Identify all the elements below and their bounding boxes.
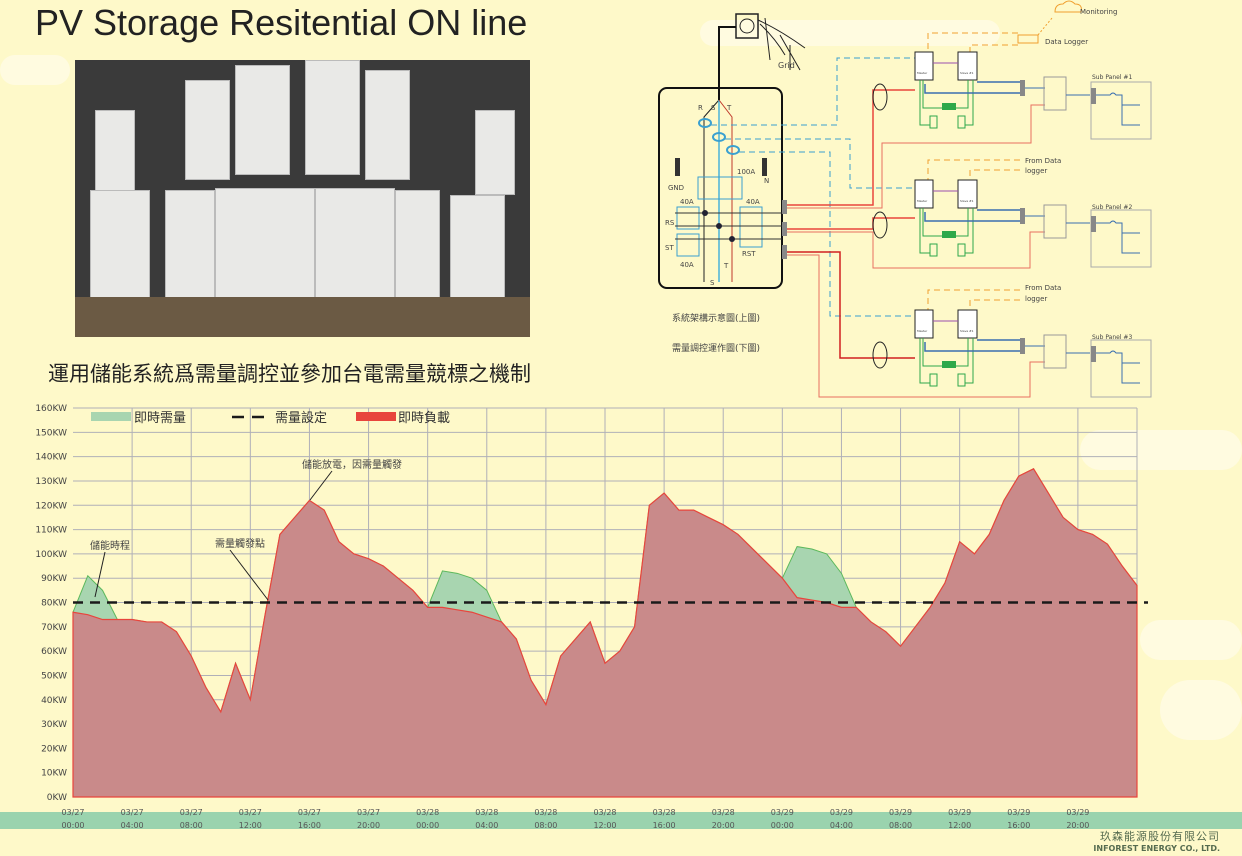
phase-t: T bbox=[726, 104, 732, 112]
y-tick-label: 60KW bbox=[41, 647, 67, 657]
y-tick-label: 70KW bbox=[41, 623, 67, 633]
t-label: T bbox=[723, 262, 729, 270]
breaker-label: 40A bbox=[680, 198, 694, 206]
company-name-zh: 玖森能源股份有限公司 bbox=[1100, 830, 1220, 843]
legend-load-label: 即時負載 bbox=[398, 411, 450, 426]
legend-demand-swatch bbox=[91, 412, 131, 421]
legend-setpoint-label: 需量設定 bbox=[275, 410, 327, 426]
annotation-pointer bbox=[229, 549, 269, 601]
breaker-label: 40A bbox=[746, 198, 760, 206]
x-axis-band bbox=[0, 812, 1242, 829]
y-tick-label: 130KW bbox=[35, 477, 67, 487]
slave-label: Slave #1 bbox=[960, 71, 974, 75]
meter-icon bbox=[735, 13, 759, 39]
y-tick-label: 150KW bbox=[35, 428, 67, 438]
sub-panel-1-label: Sub Panel #1 bbox=[1092, 74, 1132, 81]
chart-annotation: 需量觸發點 bbox=[215, 537, 265, 550]
storage-room-photo bbox=[75, 60, 530, 337]
breaker-label: 40A bbox=[680, 261, 694, 269]
company-name-en: INFOREST ENERGY CO., LTD. bbox=[1093, 844, 1220, 853]
y-tick-label: 160KW bbox=[35, 404, 67, 414]
load-area bbox=[72, 468, 1138, 798]
company-logo: 玖森能源股份有限公司 INFOREST ENERGY CO., LTD. bbox=[1093, 828, 1220, 853]
from-data-label: From Data bbox=[1025, 157, 1061, 165]
legend-load-swatch bbox=[356, 412, 396, 421]
annotation-pointer bbox=[94, 551, 106, 598]
demand-chart: 0KW 10KW 20KW 30KW 40KW 50KW 60KW 70KW 80KW 90KW 1… bbox=[35, 404, 1148, 803]
chart-annotation: 儲能時程 bbox=[90, 539, 130, 552]
y-tick-label: 10KW bbox=[41, 769, 67, 779]
st-label: ST bbox=[665, 244, 674, 252]
y-tick-label: 20KW bbox=[41, 744, 67, 754]
caption-top: 系統架構示意圖(上圖) bbox=[672, 312, 760, 324]
data-logger-icon bbox=[1017, 34, 1039, 44]
data-logger-label: Data Logger bbox=[1045, 38, 1088, 46]
gnd-label: GND bbox=[668, 184, 684, 192]
y-tick-label: 50KW bbox=[41, 671, 67, 681]
y-tick-label: 100KW bbox=[35, 550, 67, 560]
section-heading: 運用儲能系統爲需量調控並參加台電需量競標之機制 bbox=[48, 362, 531, 386]
neutral-label: N bbox=[764, 177, 769, 185]
caption-bottom: 需量調控運作圖(下圖) bbox=[672, 342, 760, 354]
y-tick-label: 140KW bbox=[35, 453, 67, 463]
y-tick-label: 40KW bbox=[41, 696, 67, 706]
logger-label: logger bbox=[1025, 295, 1047, 303]
monitoring-label: Monitoring bbox=[1080, 8, 1117, 16]
sub-panel-2-label: Sub Panel #2 bbox=[1092, 204, 1132, 211]
inverter-group-1: Master Slave #1 bbox=[872, 51, 1152, 140]
rst-label: RST bbox=[742, 250, 756, 258]
y-tick-label: 90KW bbox=[41, 574, 67, 584]
s-label: S bbox=[710, 279, 715, 287]
y-tick-label: 30KW bbox=[41, 720, 67, 730]
y-tick-label: 120KW bbox=[35, 501, 67, 511]
master-label: Master bbox=[917, 71, 928, 75]
main-panel bbox=[658, 87, 783, 289]
phase-s: S bbox=[711, 104, 716, 112]
page-title: PV Storage Resitential ON line bbox=[35, 2, 528, 43]
legend-demand-label: 即時需量 bbox=[134, 411, 186, 426]
rs-label: RS bbox=[665, 219, 675, 227]
y-tick-label: 0KW bbox=[47, 793, 67, 803]
sub-panel-3-label: Sub Panel #3 bbox=[1092, 334, 1132, 341]
y-tick-label: 110KW bbox=[35, 526, 67, 536]
phase-r: R bbox=[698, 104, 703, 112]
grid-label: Grid bbox=[778, 61, 795, 70]
system-architecture-diagram: Grid R S T GND 100A N 40A 40A 40A RS ST … bbox=[658, 0, 1152, 398]
annotation-pointer bbox=[309, 470, 333, 501]
chart-annotation: 儲能放電，因需量觸發 bbox=[302, 458, 402, 471]
y-tick-label: 80KW bbox=[41, 599, 67, 609]
from-data-label: From Data bbox=[1025, 284, 1061, 292]
main-breaker-label: 100A bbox=[737, 168, 755, 176]
logger-label: logger bbox=[1025, 167, 1047, 175]
